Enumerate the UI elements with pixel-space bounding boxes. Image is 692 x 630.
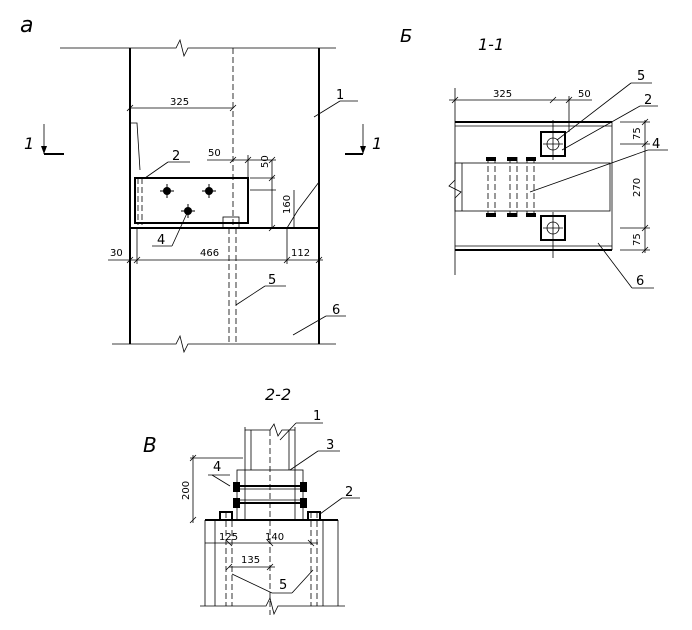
callout-4: 4 bbox=[157, 233, 165, 248]
v-dim-125: 125 bbox=[219, 532, 238, 543]
b-dim-75a: 75 bbox=[632, 127, 643, 140]
v-callout-5: 5 bbox=[279, 578, 287, 593]
callout-6: 6 bbox=[332, 303, 340, 318]
section-2-2-title: 2-2 bbox=[265, 385, 291, 404]
v-callout-2: 2 bbox=[345, 485, 353, 500]
v-bottom-break bbox=[200, 596, 345, 616]
b-dim-270: 270 bbox=[632, 178, 643, 197]
b-dim-325: 325 bbox=[493, 89, 512, 100]
bracket-angle bbox=[134, 177, 249, 224]
v-dim-135: 135 bbox=[241, 555, 260, 566]
v-dim-200: 200 bbox=[181, 481, 192, 500]
bottom-break-line bbox=[112, 334, 336, 354]
view-a-letter: а bbox=[20, 13, 33, 38]
v-nut-right bbox=[307, 511, 321, 521]
v-dim-140: 140 bbox=[265, 532, 284, 543]
diagonal-stiffener bbox=[286, 181, 320, 229]
view-b: Б 1-1 bbox=[400, 26, 668, 289]
dim-325: 325 bbox=[170, 97, 189, 108]
section-mark-left: 1 bbox=[24, 134, 34, 153]
callout-2: 2 bbox=[172, 149, 180, 164]
view-v: В 2-2 bbox=[143, 385, 360, 616]
b-column-section bbox=[454, 162, 611, 212]
anchor-nut bbox=[222, 216, 240, 229]
dim-30: 30 bbox=[110, 248, 123, 259]
v-callout-3: 3 bbox=[326, 438, 334, 453]
bolt-2 bbox=[201, 183, 217, 199]
b-callout-2: 2 bbox=[644, 93, 652, 108]
view-v-letter: В bbox=[143, 433, 157, 457]
view-b-letter: Б bbox=[400, 26, 412, 47]
b-callout-5: 5 bbox=[637, 69, 645, 84]
v-column-break bbox=[244, 423, 296, 437]
b-callout-4: 4 bbox=[652, 137, 660, 152]
callout-1: 1 bbox=[336, 88, 344, 103]
view-a: а 325 bbox=[20, 13, 382, 354]
section-mark-right: 1 bbox=[372, 134, 382, 153]
bolt-1 bbox=[159, 183, 175, 199]
dim-160: 160 bbox=[282, 195, 293, 214]
v-callout-4: 4 bbox=[213, 460, 221, 475]
dim-466: 466 bbox=[200, 248, 219, 259]
section-1-1-title: 1-1 bbox=[478, 35, 504, 54]
callout-5: 5 bbox=[268, 273, 276, 288]
v-callout-1: 1 bbox=[313, 409, 321, 424]
b-dim-50: 50 bbox=[578, 89, 591, 100]
stiffener-plate bbox=[130, 122, 141, 171]
dim-112: 112 bbox=[291, 248, 310, 259]
dim-50v: 50 bbox=[260, 155, 271, 168]
top-break-line bbox=[60, 38, 336, 58]
dim-50h: 50 bbox=[208, 148, 221, 159]
b-callout-6: 6 bbox=[636, 274, 644, 289]
b-dim-75b: 75 bbox=[632, 233, 643, 246]
